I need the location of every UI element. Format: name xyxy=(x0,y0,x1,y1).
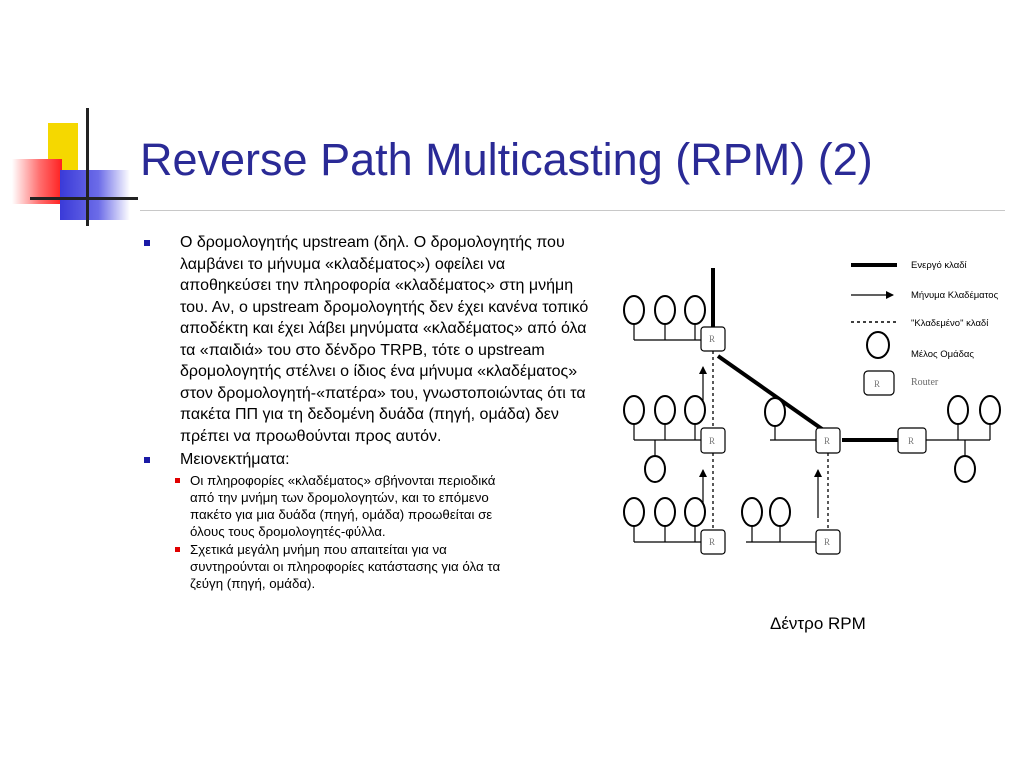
router-node-label: R xyxy=(824,537,830,547)
router-node xyxy=(815,529,841,555)
router-node-label: R xyxy=(824,436,830,446)
rpm-tree-diagram: Ενεργό κλαδί Μήνυμα Κλαδέματος "Κλαδεμέν… xyxy=(623,260,1001,555)
bullet-list: Ο δρομολογητής upstream (δηλ. Ο δρομολογ… xyxy=(140,232,595,594)
router-node-label: R xyxy=(709,436,715,446)
figure-caption: Δέντρο RPM xyxy=(770,614,866,633)
bullet-text: Ο δρομολογητής upstream (δηλ. Ο δρομολογ… xyxy=(180,234,589,445)
sub-bullet-item: Οι πληροφορίες «κλαδέματος» σβήνονται πε… xyxy=(140,472,520,540)
bullet-item: Ο δρομολογητής upstream (δηλ. Ο δρομολογ… xyxy=(140,232,595,447)
logo-red-square xyxy=(12,159,62,204)
sub-bullet-list: Οι πληροφορίες «κλαδέματος» σβήνονται πε… xyxy=(175,472,595,592)
router-node xyxy=(897,427,927,454)
legend-pruned-branch-label: "Κλαδεμένο" κλαδί xyxy=(911,318,989,329)
logo-blue-square xyxy=(60,170,130,220)
member-connections xyxy=(633,324,991,543)
pruned-branches xyxy=(712,351,829,530)
sub-bullet-item: Σχετικά μεγάλη μνήμη που απαιτείται για … xyxy=(140,541,520,592)
active-branches xyxy=(711,268,898,442)
router-node-label: R xyxy=(709,537,715,547)
legend-prune-message-label: Μήνυμα Κλαδέματος xyxy=(911,290,999,301)
router-node xyxy=(700,326,726,352)
slide-title: Reverse Path Multicasting (RPM) (2) xyxy=(140,134,873,185)
legend-router-label: Router xyxy=(911,377,939,388)
logo-horizontal-line xyxy=(30,197,138,200)
title-divider xyxy=(140,210,1005,211)
router-node-label: R xyxy=(709,334,715,344)
diagram-legend: Ενεργό κλαδί Μήνυμα Κλαδέματος "Κλαδεμέν… xyxy=(851,260,999,396)
router-node xyxy=(815,427,841,454)
logo-vertical-line xyxy=(86,108,89,226)
router-node xyxy=(700,427,726,454)
router-node xyxy=(700,529,726,555)
routers: R R R R R R xyxy=(700,326,927,555)
bullet-text: Μειονεκτήματα: xyxy=(180,451,290,468)
legend-active-branch-label: Ενεργό κλαδί xyxy=(911,260,968,271)
group-members xyxy=(623,295,1001,527)
legend-router-icon xyxy=(863,370,895,396)
router-node-label: R xyxy=(908,436,914,446)
legend-group-member-label: Μέλος Ομάδας xyxy=(911,349,974,360)
legend-group-member-icon xyxy=(866,331,890,359)
legend-router-icon-label: R xyxy=(874,379,880,389)
bullet-item: Μειονεκτήματα: Οι πληροφορίες «κλαδέματο… xyxy=(140,449,595,592)
